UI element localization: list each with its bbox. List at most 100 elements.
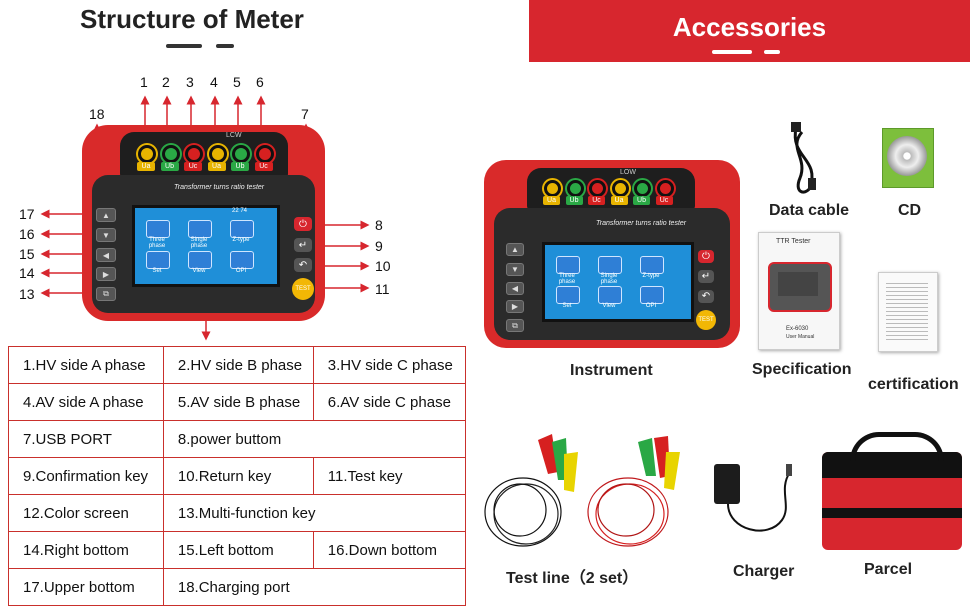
return-key[interactable]: ↶ xyxy=(294,258,312,272)
device-brand-line: Transformer turns ratio tester xyxy=(174,184,265,191)
parcel-handle xyxy=(850,432,944,461)
down-key[interactable]: ▼ xyxy=(96,228,116,242)
meter-socket-label-4: Ua xyxy=(207,162,226,171)
data-cable-image xyxy=(791,122,816,194)
confirm-key[interactable]: ↵ xyxy=(294,238,312,252)
callout-13: 13 xyxy=(19,286,35,302)
spec-cell: 2.HV side B phase xyxy=(162,346,314,384)
instrument-socket-label-3: Uc xyxy=(588,196,605,205)
meter-socket-label-6: Uc xyxy=(254,162,273,171)
meter-socket-label-5: Ub xyxy=(231,162,249,171)
certification-label: certification xyxy=(868,376,959,393)
instrument-socket-label-2: Ub xyxy=(565,196,583,205)
callout-14: 14 xyxy=(19,265,35,281)
instrument-tile-label-1: Three phase xyxy=(558,273,576,285)
certification-text-lines xyxy=(886,280,928,342)
callout-1: 1 xyxy=(140,74,148,90)
up-key[interactable]: ▲ xyxy=(96,208,116,222)
screen-status: 22 74 xyxy=(232,208,248,214)
meter-socket-label-3: Uc xyxy=(184,162,202,171)
instrument-socket-6 xyxy=(656,180,674,197)
instrument-return-key: ↶ xyxy=(698,290,714,303)
meter-socket-6 xyxy=(255,145,274,163)
instrument-socket-1 xyxy=(544,180,561,197)
spec-cell: 9.Confirmation key xyxy=(8,457,164,495)
instrument-socket-label-5: Ub xyxy=(633,196,650,205)
instrument-socket-2 xyxy=(566,180,584,197)
title-underline xyxy=(166,44,202,48)
meter-tile-single-phase[interactable] xyxy=(188,220,212,238)
spec-cell: 11.Test key xyxy=(312,457,467,495)
instrument-multi-key: ⧉ xyxy=(506,319,524,332)
instrument-socket-label-6: Uc xyxy=(655,196,673,205)
callout-2: 2 xyxy=(162,74,170,90)
charger-label: Charger xyxy=(733,563,795,580)
left-key[interactable]: ◀ xyxy=(96,248,116,262)
instrument-tile-label-6: OPI xyxy=(645,303,657,309)
power-key[interactable]: ⏻ xyxy=(294,217,312,231)
parcel-label: Parcel xyxy=(864,561,913,578)
instrument-right-key: ▶ xyxy=(506,300,524,313)
meter-tile-z-type[interactable] xyxy=(230,220,254,238)
instrument-confirm-key: ↵ xyxy=(698,270,714,283)
meter-socket-label-2: Ub xyxy=(160,162,179,171)
meter-socket-2 xyxy=(161,145,180,163)
instrument-socket-4 xyxy=(611,180,629,197)
color-screen xyxy=(132,205,280,287)
manual-model: Ex-6030 xyxy=(786,326,809,332)
callout-7: 7 xyxy=(301,106,309,122)
instrument-tile-single-phase xyxy=(598,256,622,274)
spec-cell: 14.Right bottom xyxy=(8,531,164,569)
instrument-socket-5 xyxy=(634,180,651,197)
spec-cell: 4.AV side A phase xyxy=(8,383,164,421)
instrument-down-key: ▼ xyxy=(506,263,524,276)
spec-cell: 3.HV side C phase xyxy=(312,346,467,384)
banner-underline-dot xyxy=(764,50,780,54)
spec-cell: 8.power buttom xyxy=(162,420,467,458)
callout-6: 6 xyxy=(256,74,264,90)
test-key[interactable]: TEST xyxy=(292,278,314,300)
meter-tile-label-4: Set xyxy=(152,268,162,274)
meter-tile-label-1: Three phase xyxy=(148,237,166,249)
callout-17: 17 xyxy=(19,206,35,222)
callout-9: 9 xyxy=(375,238,383,254)
instrument-socket-3 xyxy=(589,180,606,197)
instrument-socket-label-4: Ua xyxy=(610,196,628,205)
instrument-tile-label-2: Single phase xyxy=(600,273,618,285)
spec-cell: 1.HV side A phase xyxy=(8,346,164,384)
instrument-tile-label-3: Z-type xyxy=(642,273,660,279)
instrument-tile-view xyxy=(598,286,622,304)
meter-tile-label-5: View xyxy=(192,268,206,274)
instrument-label: Instrument xyxy=(570,362,653,379)
callout-10: 10 xyxy=(375,258,391,274)
manual-subtitle: User Manual xyxy=(786,334,815,340)
callout-11: 11 xyxy=(375,281,390,297)
specification-label: Specification xyxy=(752,361,852,378)
meter-tile-three-phase[interactable] xyxy=(146,220,170,238)
instrument-tile-label-4: Set xyxy=(562,303,572,309)
instrument-tile-opi xyxy=(640,286,664,304)
meter-socket-4 xyxy=(208,145,227,163)
meter-tile-set[interactable] xyxy=(146,251,170,269)
meter-tile-label-6: OPI xyxy=(235,268,247,274)
instrument-tile-set xyxy=(556,286,580,304)
meter-tile-view[interactable] xyxy=(188,251,212,269)
test-line-image xyxy=(484,434,680,547)
callout-5: 5 xyxy=(233,74,241,90)
instrument-left-key: ◀ xyxy=(506,282,524,295)
instrument-up-key: ▲ xyxy=(506,243,524,256)
spec-cell: 6.AV side C phase xyxy=(312,383,467,421)
spec-cell: 16.Down bottom xyxy=(312,531,467,569)
callout-16: 16 xyxy=(19,226,35,242)
spec-cell: 12.Color screen xyxy=(8,494,164,532)
callout-8: 8 xyxy=(375,217,383,233)
meter-tile-opi[interactable] xyxy=(230,251,254,269)
instrument-socket-label-1: Ua xyxy=(543,196,560,205)
multi-function-key[interactable]: ⧉ xyxy=(96,287,116,301)
right-key[interactable]: ▶ xyxy=(96,267,116,281)
meter-socket-3 xyxy=(185,145,203,163)
cd-label: CD xyxy=(898,202,922,219)
